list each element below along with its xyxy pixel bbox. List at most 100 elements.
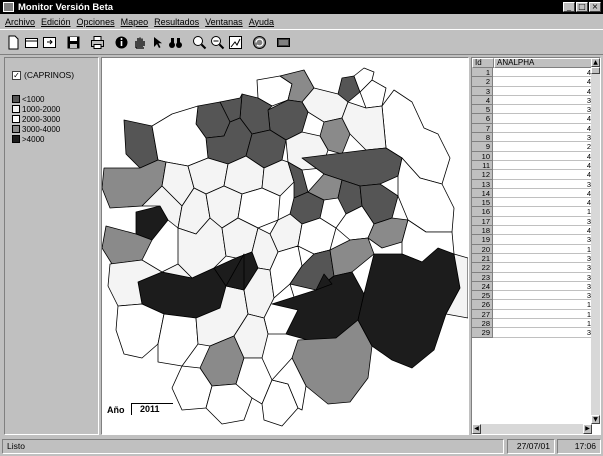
row-id: 17 bbox=[472, 216, 493, 227]
horizontal-scrollbar[interactable]: ◀ ▶ bbox=[472, 424, 592, 434]
scroll-right-button[interactable]: ▶ bbox=[583, 424, 592, 434]
choropleth-map[interactable] bbox=[102, 58, 468, 434]
pan-button[interactable] bbox=[131, 34, 148, 51]
menu-resultados[interactable]: Resultados bbox=[154, 16, 200, 27]
row-id: 5 bbox=[472, 105, 493, 115]
refresh-button[interactable] bbox=[251, 34, 268, 51]
import-button[interactable] bbox=[41, 34, 58, 51]
menu-archivo[interactable]: Archivo bbox=[5, 16, 36, 27]
map-region bbox=[315, 273, 333, 291]
map-canvas[interactable]: Año 2011 bbox=[101, 57, 469, 435]
row-id: 22 bbox=[472, 263, 493, 273]
screen-button[interactable] bbox=[275, 34, 292, 51]
row-value: 4 bbox=[493, 87, 592, 96]
find-button[interactable] bbox=[167, 34, 184, 51]
menu-edicion[interactable]: Edición bbox=[41, 16, 71, 27]
legend-item: <1000 bbox=[12, 94, 60, 104]
print-button[interactable] bbox=[89, 34, 106, 51]
row-value: 3 bbox=[493, 273, 592, 282]
legend-label: >4000 bbox=[22, 134, 45, 144]
row-id: 19 bbox=[472, 235, 493, 245]
row-id: 14 bbox=[472, 188, 493, 199]
row-value: 4 bbox=[493, 124, 592, 134]
map-region bbox=[445, 253, 468, 319]
legend-label: 1000-2000 bbox=[22, 104, 61, 114]
row-id: 23 bbox=[472, 272, 493, 282]
column-header-analpha[interactable]: ANALPHA bbox=[494, 58, 592, 68]
scroll-up-button[interactable]: ▲ bbox=[591, 58, 600, 67]
scroll-thumb[interactable] bbox=[591, 67, 600, 74]
legend-swatch bbox=[12, 105, 20, 113]
zoom-in-button[interactable] bbox=[191, 34, 208, 51]
menu-mapeo[interactable]: Mapeo bbox=[120, 16, 149, 27]
maximize-button[interactable]: □ bbox=[576, 2, 588, 12]
layer-toggle[interactable]: ✓ (CAPRINOS) bbox=[12, 70, 74, 80]
save-button[interactable] bbox=[65, 34, 82, 51]
menu-ventanas[interactable]: Ventanas bbox=[205, 16, 243, 27]
map-region bbox=[157, 313, 199, 367]
pan-hand-icon bbox=[135, 37, 145, 49]
info-button[interactable] bbox=[113, 34, 130, 51]
layer-checkbox[interactable]: ✓ bbox=[12, 70, 21, 80]
save-icon bbox=[67, 36, 80, 48]
open-button[interactable] bbox=[23, 34, 40, 51]
info-icon bbox=[115, 36, 128, 48]
menu-opciones[interactable]: Opciones bbox=[76, 16, 115, 27]
column-header-id[interactable]: Id bbox=[472, 58, 494, 68]
map-region bbox=[357, 247, 461, 369]
scroll-left-button[interactable]: ◀ bbox=[472, 424, 481, 434]
map-region bbox=[107, 259, 163, 307]
menu-bar: Archivo Edición Opciones Mapeo Resultado… bbox=[0, 14, 603, 29]
new-button[interactable] bbox=[5, 34, 22, 51]
status-date: 27/07/01 bbox=[507, 439, 555, 454]
vertical-scrollbar[interactable]: ▲ ▼ bbox=[591, 58, 600, 424]
menu-ayuda[interactable]: Ayuda bbox=[248, 16, 275, 27]
row-value: 3 bbox=[493, 235, 592, 245]
map-region bbox=[115, 303, 165, 359]
scroll-down-button[interactable]: ▼ bbox=[591, 415, 600, 424]
zoom-out-button[interactable] bbox=[209, 34, 226, 51]
row-id: 24 bbox=[472, 281, 493, 292]
year-field[interactable]: 2011 bbox=[131, 403, 173, 415]
toolbar bbox=[0, 29, 603, 55]
zoom-extent-icon bbox=[229, 35, 242, 49]
close-button[interactable]: × bbox=[589, 2, 601, 12]
minimize-button[interactable]: _ bbox=[563, 2, 575, 12]
zoom-extent-button[interactable] bbox=[227, 34, 244, 51]
pointer-button[interactable] bbox=[149, 34, 166, 51]
legend-item: >4000 bbox=[12, 134, 60, 144]
zoom-out-icon bbox=[211, 35, 225, 49]
row-id: 13 bbox=[472, 179, 493, 189]
map-region bbox=[341, 101, 387, 151]
